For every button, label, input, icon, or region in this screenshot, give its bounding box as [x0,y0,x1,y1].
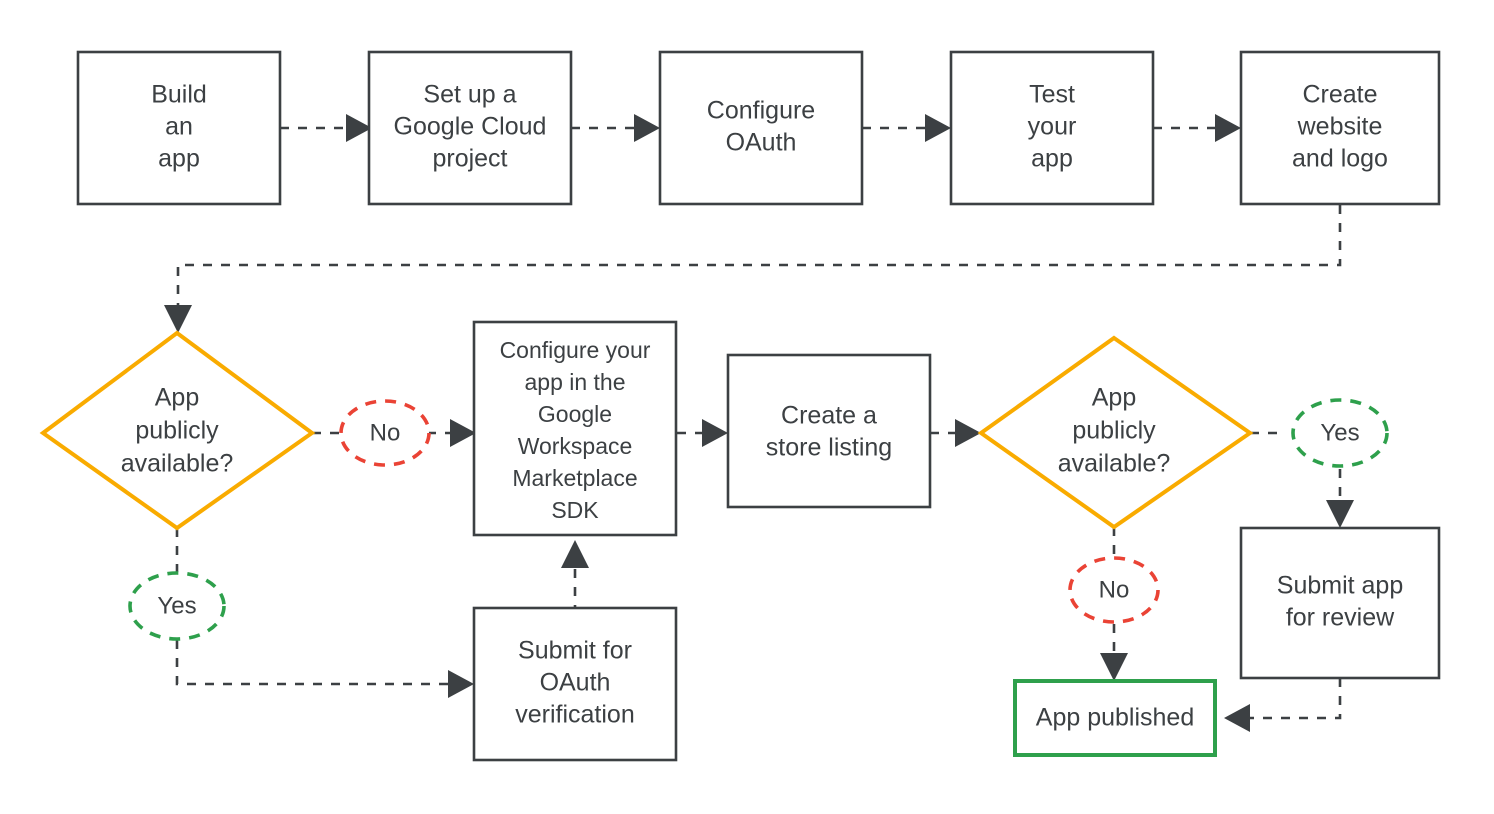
edge-label-right-no: No [1068,556,1160,624]
edge-label-left-no-text: No [370,419,401,446]
node-configure-oauth-line-1: OAuth [726,129,797,157]
node-build-an-app-line-1: an [165,113,193,141]
edge-review-to-published [1224,678,1342,732]
node-create-website-and-logo[interactable]: Create website and logo [1239,50,1441,206]
node-sdk-line-2: Google [538,401,612,427]
node-create-store-listing[interactable]: Create a store listing [726,353,932,509]
node-configure-app-marketplace-sdk[interactable]: Configure your app in the Google Workspa… [472,320,678,537]
node-decision-right-line-1: publicly [1072,417,1156,445]
node-decision-right-line-0: App [1092,384,1136,412]
arrowhead-icon [925,114,951,142]
node-decision-app-publicly-available-left[interactable]: App publicly available? [39,330,316,531]
node-store-listing-line-0: Create a [781,402,877,430]
edge-test-to-website [1153,114,1241,142]
node-app-published[interactable]: App published [1013,679,1217,757]
arrowhead-icon [955,419,981,447]
node-build-an-app-line-2: app [158,145,200,173]
node-setup-google-cloud-project-line-1: Google Cloud [394,113,547,141]
node-build-an-app[interactable]: Build an app [76,50,282,206]
node-configure-oauth[interactable]: Configure OAuth [658,50,864,206]
edge-listing-to-decision-right [930,419,981,447]
arrowhead-icon [1215,114,1241,142]
node-setup-google-cloud-project[interactable]: Set up a Google Cloud project [367,50,573,206]
node-decision-left-line-1: publicly [135,417,219,445]
edge-label-left-no: No [339,399,431,467]
node-submit-app-for-review[interactable]: Submit app for review [1239,526,1441,680]
edge-label-right-yes-text: Yes [1320,419,1359,446]
node-test-your-app[interactable]: Test your app [949,50,1155,206]
edge-decision-left-yes [175,528,474,698]
arrowhead-icon [448,670,474,698]
node-create-website-and-logo-line-0: Create [1302,81,1377,109]
node-app-published-line-0: App published [1036,704,1194,732]
node-sdk-line-0: Configure your [500,337,651,363]
arrowhead-icon [346,114,372,142]
edge-label-left-yes-text: Yes [157,592,196,619]
node-decision-right-line-2: available? [1058,450,1171,478]
node-test-your-app-line-1: your [1028,113,1077,141]
node-decision-left-line-2: available? [121,450,234,478]
node-test-your-app-line-2: app [1031,145,1073,173]
edge-project-to-oauth [571,114,660,142]
edge-oauthverify-to-sdk [561,540,589,632]
node-submit-oauth-line-1: OAuth [540,669,611,697]
arrowhead-icon [702,419,728,447]
node-build-an-app-line-0: Build [151,81,207,109]
edge-build-to-project [280,114,372,142]
node-setup-google-cloud-project-line-0: Set up a [423,81,516,109]
node-create-website-and-logo-line-2: and logo [1292,145,1388,173]
edge-website-to-decision-left [164,205,1342,333]
node-test-your-app-line-0: Test [1029,81,1075,109]
node-create-website-and-logo-line-1: website [1297,113,1383,141]
node-configure-oauth-line-0: Configure [707,97,815,125]
node-submit-oauth-line-0: Submit for [518,637,632,665]
edge-oauth-to-test [862,114,951,142]
arrowhead-icon [1100,653,1128,681]
node-submit-review-line-1: for review [1286,604,1395,632]
edge-label-right-yes: Yes [1291,398,1389,468]
edge-decision-right-yes [1250,431,1354,528]
node-setup-google-cloud-project-line-2: project [432,145,507,173]
edge-decision-left-no [312,419,476,447]
node-store-listing-line-1: store listing [766,434,892,462]
node-submit-oauth-line-2: verification [515,701,635,729]
node-sdk-line-4: Marketplace [512,465,637,491]
arrowhead-icon [561,540,589,568]
arrowhead-icon [164,305,192,333]
arrowhead-icon [1224,704,1250,732]
node-submit-oauth-verification[interactable]: Submit for OAuth verification [472,606,678,762]
node-sdk-line-1: app in the [524,369,625,395]
arrowhead-icon [634,114,660,142]
edge-label-left-yes: Yes [128,571,226,641]
edge-label-right-no-text: No [1099,576,1130,603]
node-decision-left-line-0: App [155,384,199,412]
edge-sdk-to-listing [677,419,728,447]
node-sdk-line-3: Workspace [518,433,633,459]
edge-decision-right-no [1100,527,1128,681]
node-decision-app-publicly-available-right[interactable]: App publicly available? [977,335,1254,530]
arrowhead-icon [450,419,476,447]
node-sdk-line-5: SDK [551,497,599,523]
node-submit-review-line-0: Submit app [1277,572,1403,600]
arrowhead-icon [1326,500,1354,528]
